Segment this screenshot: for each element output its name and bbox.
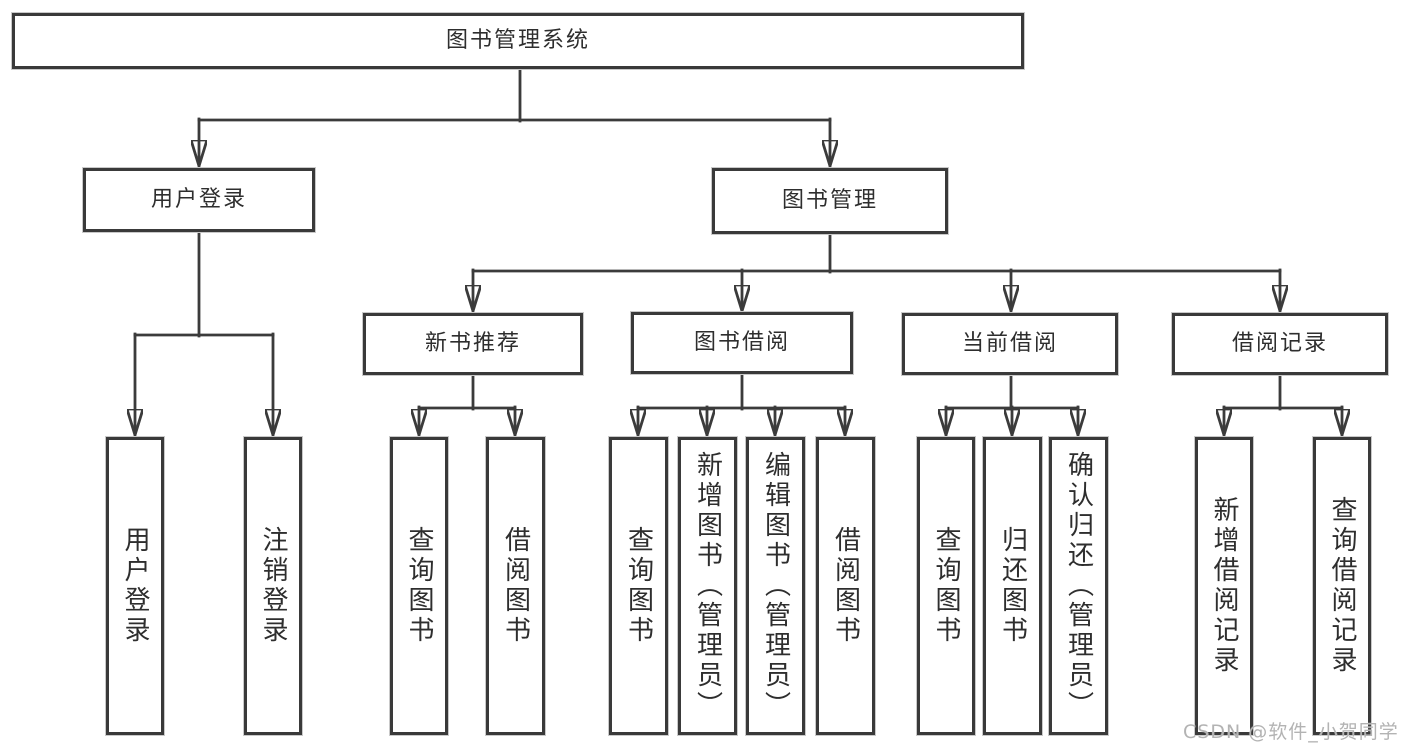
leaf-cb-query-books: 查询图书 — [917, 437, 975, 735]
node-current-borrowing: 当前借阅 — [902, 313, 1118, 375]
node-user-login: 用户登录 — [83, 168, 315, 232]
leaf-bb-query-books: 查询图书 — [609, 437, 668, 735]
node-root: 图书管理系统 — [12, 13, 1024, 69]
leaf-nb-query-books: 查询图书 — [390, 437, 448, 735]
leaf-bb-add-books-admin: 新增图书（管理员） — [678, 437, 737, 735]
leaf-cb-confirm-return-admin: 确认归还（管理员） — [1049, 437, 1108, 735]
leaf-br-query-record: 查询借阅记录 — [1313, 437, 1371, 735]
leaf-bb-edit-books-admin: 编辑图书（管理员） — [746, 437, 805, 735]
node-borrowing-records: 借阅记录 — [1172, 313, 1388, 375]
leaf-user-login: 用户登录 — [106, 437, 164, 735]
node-new-book-recommend: 新书推荐 — [363, 313, 583, 375]
node-book-management: 图书管理 — [712, 168, 948, 234]
node-book-borrowing: 图书借阅 — [631, 312, 853, 374]
leaf-bb-borrow-books: 借阅图书 — [816, 437, 875, 735]
leaf-br-add-record: 新增借阅记录 — [1195, 437, 1253, 735]
leaf-nb-borrow-books: 借阅图书 — [486, 437, 545, 735]
csdn-watermark: CSDN @软件_小贺同学 — [1183, 721, 1399, 743]
leaf-logout-login: 注销登录 — [244, 437, 302, 735]
leaf-cb-return-books: 归还图书 — [983, 437, 1042, 735]
